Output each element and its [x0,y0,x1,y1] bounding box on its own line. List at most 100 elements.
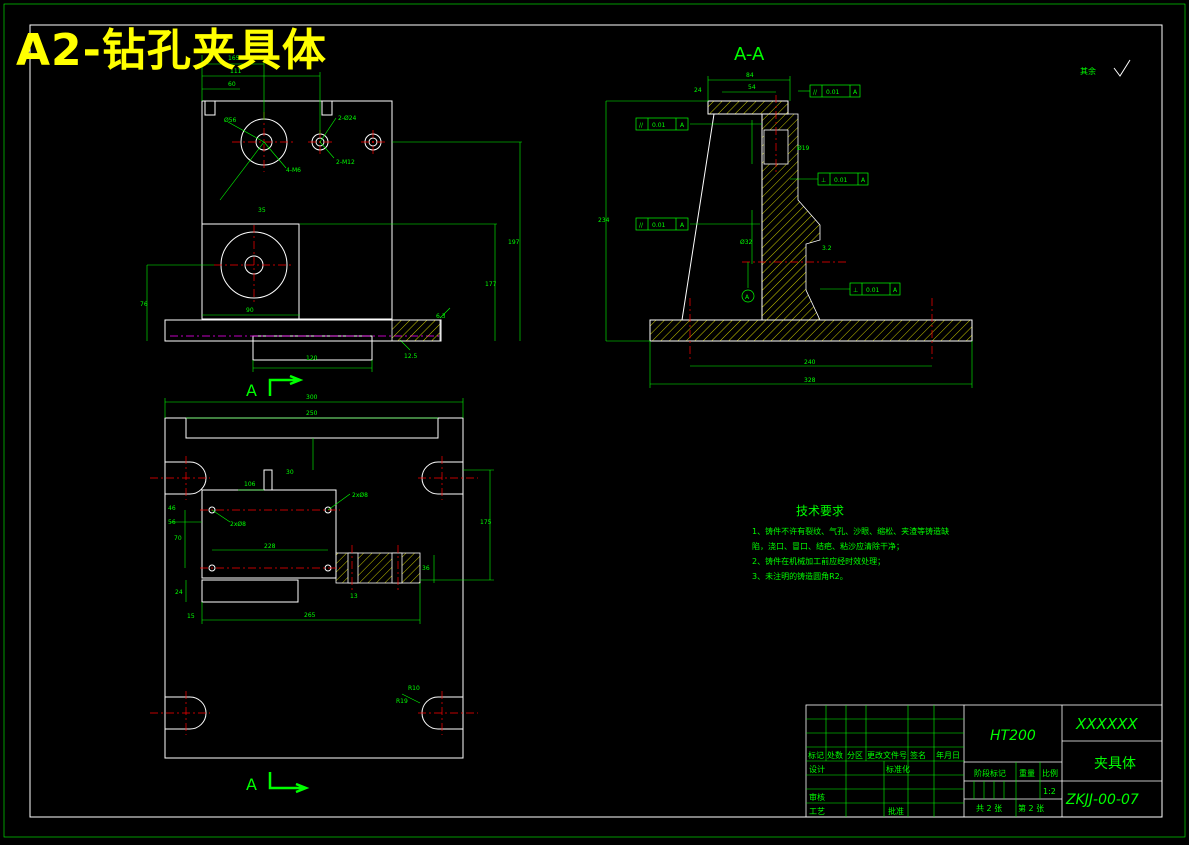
dim-text: 2xØ8 [352,492,368,499]
dim-text: Ø56 [224,117,237,124]
title-block-texts: HT200 XXXXXX 夹具体 ZKJJ-00-07 标记 处数 分区 更改文… [808,715,1139,816]
dim-text: 234 [598,217,610,224]
tolerance-ref: A [861,177,866,184]
dim-text: 175 [480,519,492,526]
section-view-hatch [649,100,973,342]
drawing-title: A2-钻孔夹具体 [16,25,327,76]
dim-text: 30 [286,469,294,476]
cut-arrow-start-icon [268,374,304,396]
outer-border [3,3,1186,838]
dim-text: 4-M6 [286,167,301,174]
dim-text: 60 [228,81,236,88]
cut-label-end: A [246,775,257,794]
tech-requirement-item: 陷，浇口、冒口、结疤、粘沙应清除干净； [752,542,904,551]
header-change-doc: 更改文件号 [867,750,907,760]
roughness-note: 其余 [1080,66,1096,76]
front-view-dim-texts: 165 111 60 2-Ø24 2-M12 Ø56 4-M6 35 90 76… [140,55,520,362]
dim-text: 250 [306,410,318,417]
section-view-dim-texts: 84 54 24 234 240 328 Ø19 Ø32 3.2 [598,72,832,384]
dim-text: 106 [244,481,256,488]
tolerance-ref: A [680,122,685,129]
header-zone: 分区 [847,751,863,760]
tech-requirement-item: 2、铸件在机械加工前应经时效处理； [752,557,886,566]
dim-text: 13 [350,593,358,600]
standardize-label: 标准化 [886,764,910,774]
dim-text: 56 [168,519,176,526]
dim-text: 2-Ø24 [338,115,357,122]
front-view-hatch [391,319,441,342]
tech-requirements-title: 技术要求 [796,504,845,518]
tolerance-texts: // 0.01 A // 0.01 A ⊥ 0.01 A // 0.01 A ⊥… [639,89,898,301]
dim-text: 2xØ8 [230,521,246,528]
dim-text: 35 [258,207,266,214]
approve-label: 批准 [888,806,904,816]
stage-mark-label: 阶段标记 [974,768,1006,778]
dim-text: 46 [168,505,176,512]
tolerance-symbol: // [639,222,644,229]
part-name-text: 夹具体 [1094,756,1136,772]
dim-text: 328 [804,377,816,384]
dim-text: R10 [408,685,420,692]
roughness-text: 3.2 [822,245,832,252]
dim-text: 177 [485,281,497,288]
datum-label: A [745,294,750,301]
dim-text: 300 [306,394,318,401]
designer-label: 设计 [809,764,825,774]
front-view-dims [146,55,522,372]
dim-text: 24 [694,87,702,94]
sheet-total: 共 2 张 [976,804,1002,813]
tolerance-value: 0.01 [652,222,666,229]
dim-text: 15 [187,613,195,620]
top-view [164,417,464,759]
dim-text: 84 [746,72,754,79]
dim-text: 12.5 [404,353,418,360]
section-view-centerlines [689,95,933,360]
dim-text: 165 [228,55,240,62]
dim-text: Ø32 [740,239,753,246]
dim-text: 24 [175,589,183,596]
header-mark: 标记 [808,750,824,760]
top-view-centerlines [150,456,478,735]
tolerance-value: 0.01 [652,122,666,129]
section-view-label: A-A [734,44,765,65]
dim-text: R19 [396,698,408,705]
reviewer-label: 审核 [809,792,825,802]
top-view-dim-texts: 300 250 30 106 2xØ8 2xØ8 46 56 70 228 24… [168,394,492,705]
dim-text: 70 [174,535,182,542]
tech-requirement-item: 3、未注明的铸造圆角R2。 [752,572,848,581]
cut-label-start: A [246,381,257,400]
tolerance-symbol: // [813,89,818,96]
dim-text: 76 [140,301,148,308]
dim-text: 36 [422,565,430,572]
title-block-grid [806,705,1041,817]
scale-value: 1:2 [1043,787,1056,796]
tolerance-symbol: ⊥ [821,177,826,184]
dim-text: 228 [264,543,276,550]
dim-text: 90 [246,307,254,314]
top-view-dims [164,398,494,704]
dim-text: Ø19 [797,145,810,152]
process-label: 工艺 [809,807,825,816]
cut-arrow-end-icon [268,772,310,794]
header-count: 处数 [827,750,843,760]
sheet-number: 第 2 张 [1018,803,1044,813]
drawing-number-text: ZKJJ-00-07 [1065,792,1139,808]
dim-text: 265 [304,612,316,619]
top-view-hatch [335,552,421,584]
dim-text: 2-M12 [336,159,355,166]
tolerance-ref: A [853,89,858,96]
tolerance-frames [635,84,901,303]
tolerance-ref: A [893,287,898,294]
inner-border [29,24,1163,818]
section-view-dims [605,76,973,388]
weight-label: 重量 [1019,768,1035,778]
tolerance-value: 0.01 [834,177,848,184]
tech-requirement-item: 1、铸件不许有裂纹、气孔、沙眼、缩松、夹渣等铸造缺 [752,527,950,536]
tolerance-ref: A [680,222,685,229]
tolerance-symbol: ⊥ [853,287,858,294]
dim-text: 111 [230,68,242,75]
tolerance-value: 0.01 [866,287,880,294]
org-text: XXXXXX [1075,715,1138,733]
